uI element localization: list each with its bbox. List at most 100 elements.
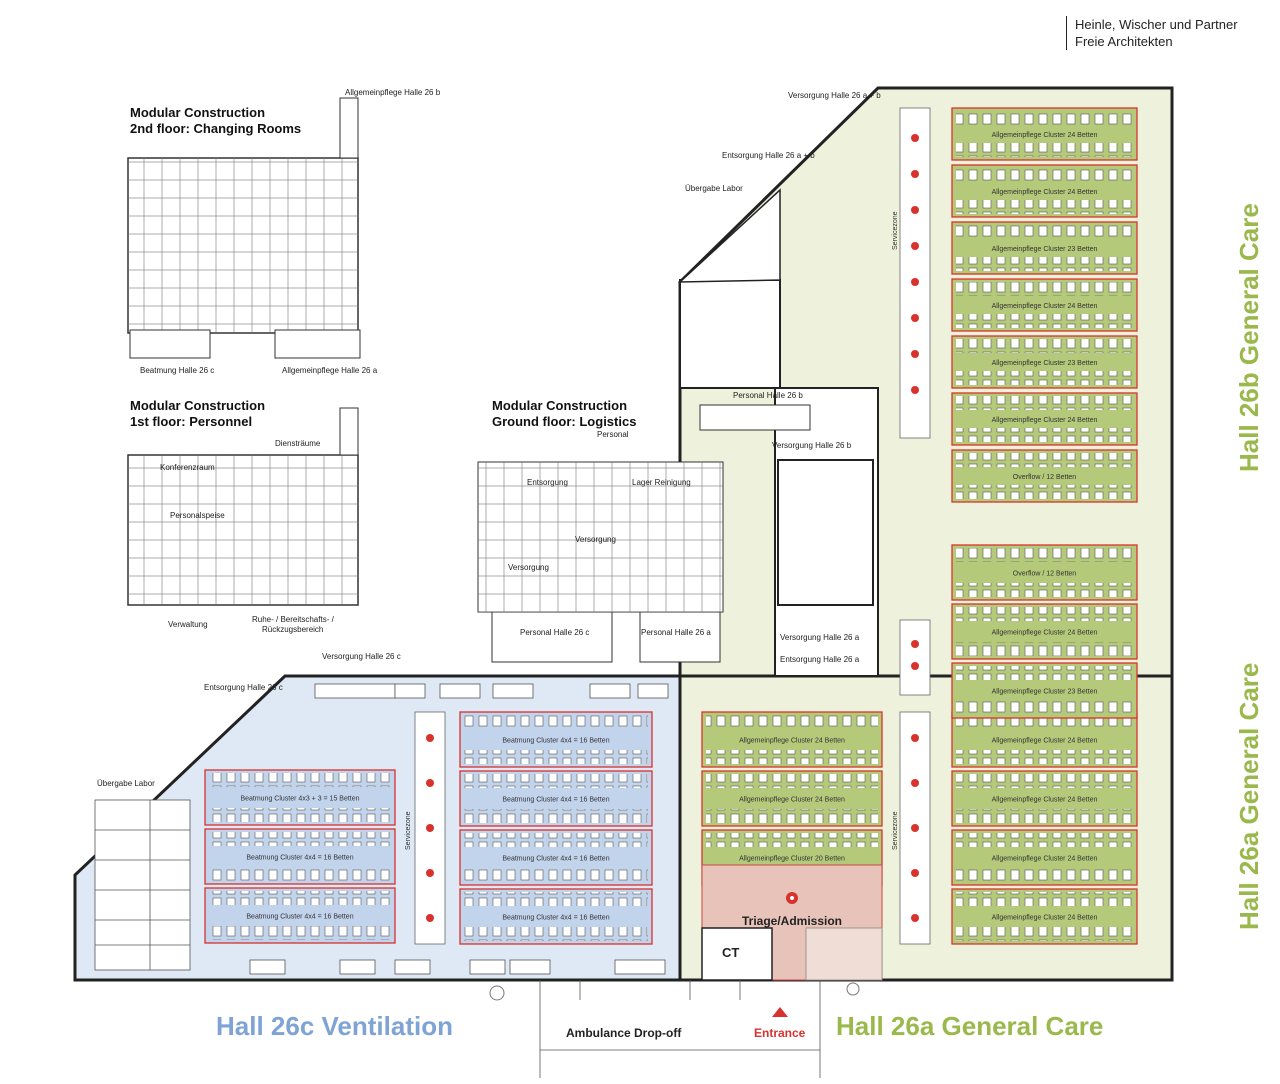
cluster-label: Allgemeinpflege Cluster 23 Betten — [992, 689, 1098, 696]
block3-title-line2: Ground floor: Logistics — [492, 414, 637, 429]
firm-subtitle: Freie Architekten — [1075, 34, 1173, 49]
cluster-label: Allgemeinpflege Cluster 24 Betten — [992, 915, 1098, 922]
red-marker — [911, 734, 919, 742]
cluster-label: Allgemeinpflege Cluster 24 Betten — [992, 856, 1098, 863]
bed-row — [956, 750, 1133, 764]
bed-row — [956, 257, 1133, 271]
ct-label: CT — [722, 945, 739, 960]
firm-credit: Heinle, Wischer und Partner Freie Archit… — [1066, 16, 1238, 50]
cluster-label: Beatmung Cluster 4x4 = 16 Betten — [246, 855, 353, 862]
bed-row — [956, 833, 1133, 847]
bed-row — [956, 548, 1133, 562]
bed-row — [956, 868, 1133, 882]
bed-row — [706, 809, 878, 823]
bed-row — [956, 927, 1133, 941]
block1-title: Modular Construction 2nd floor: Changing… — [130, 105, 301, 137]
bed-row — [956, 225, 1133, 239]
cluster-label: Allgemeinpflege Cluster 24 Betten — [992, 797, 1098, 804]
red-marker — [911, 779, 919, 787]
red-marker — [911, 242, 919, 250]
lbl-versorgung-26b: Versorgung Halle 26 b — [772, 441, 852, 450]
cluster-label: Allgemeinpflege Cluster 20 Betten — [739, 856, 845, 863]
lbl-personal-26b: Personal Halle 26 b — [733, 391, 803, 400]
red-marker — [911, 914, 919, 922]
hall-26c-right-clusters: Beatmung Cluster 4x4 = 16 BettenBeatmung… — [459, 711, 653, 945]
hall-26c-left-clusters: Beatmung Cluster 4x3 + 3 = 15 BettenBeat… — [204, 769, 396, 944]
logistics-block — [477, 404, 811, 663]
cluster-label: Overflow / 12 Betten — [1013, 571, 1077, 578]
bed-row — [956, 485, 1133, 499]
bed-row — [956, 200, 1133, 214]
bed-row — [706, 750, 878, 764]
bed-row — [956, 809, 1133, 823]
cluster-label: Beatmung Cluster 4x4 = 16 Betten — [502, 797, 609, 804]
cluster-label: Allgemeinpflege Cluster 24 Betten — [739, 738, 845, 745]
red-marker — [911, 134, 919, 142]
bed-row — [464, 833, 648, 847]
bed-row — [956, 339, 1133, 353]
bed-row — [956, 371, 1133, 385]
red-marker — [911, 640, 919, 648]
cluster-label: Allgemeinpflege Cluster 23 Betten — [992, 246, 1098, 253]
cluster-label: Beatmung Cluster 4x4 = 16 Betten — [502, 738, 609, 745]
cluster-label: Allgemeinpflege Cluster 24 Betten — [992, 417, 1098, 424]
bed-row — [956, 168, 1133, 182]
bed-row — [956, 701, 1133, 715]
red-marker — [911, 206, 919, 214]
left-support-rooms — [94, 799, 191, 971]
block1-title-line2: 2nd floor: Changing Rooms — [130, 121, 302, 136]
hall-26b-label-side: Hall 26b General Care — [1234, 203, 1264, 472]
bed-row — [706, 715, 878, 729]
cluster-label: Beatmung Cluster 4x4 = 16 Betten — [502, 915, 609, 922]
lbl-entsorgung: Entsorgung — [527, 478, 568, 487]
red-marker — [426, 779, 434, 787]
bed-row — [464, 927, 648, 941]
lbl-versorgung: Versorgung — [575, 535, 616, 544]
bed-row — [209, 867, 391, 881]
lbl-allg-26a: Allgemeinpflege Halle 26 a — [282, 366, 378, 375]
lbl-personal-26a: Personal Halle 26 a — [641, 628, 711, 637]
bed-row — [464, 715, 648, 729]
cluster-label: Beatmung Cluster 4x3 + 3 = 15 Betten — [240, 796, 359, 803]
lbl-versorgung-26c: Versorgung Halle 26 c — [322, 652, 401, 661]
cluster-label: Allgemeinpflege Cluster 24 Betten — [992, 303, 1098, 310]
bed-row — [956, 666, 1133, 680]
bed-row — [209, 926, 391, 940]
lbl-versorgung2: Versorgung — [508, 563, 549, 572]
bed-row — [956, 143, 1133, 157]
red-marker — [911, 314, 919, 322]
bed-row — [706, 774, 878, 788]
lbl-konferenzraum: Konferenzraum — [160, 463, 215, 472]
service-column-26b — [899, 107, 931, 696]
lbl-personal: Personal — [597, 430, 629, 439]
lbl-personal-26c: Personal Halle 26 c — [520, 628, 589, 637]
lbl-versorgung-26a: Versorgung Halle 26 a — [780, 633, 860, 642]
block2-title-line2: 1st floor: Personnel — [130, 414, 253, 429]
triage-label: Triage/Admission — [742, 914, 842, 928]
block1-title-line1: Modular Construction — [130, 105, 266, 120]
bed-row — [706, 833, 878, 847]
cluster-label: Allgemeinpflege Cluster 24 Betten — [739, 797, 845, 804]
bed-row — [956, 396, 1133, 410]
bed-row — [956, 314, 1133, 328]
block2-title: Modular Construction 1st floor: Personne… — [130, 398, 265, 430]
entrance-label: Entrance — [754, 1026, 806, 1040]
cluster-label: Allgemeinpflege Cluster 24 Betten — [992, 630, 1098, 637]
bed-row — [464, 892, 648, 906]
bed-row — [956, 282, 1133, 296]
servicezone-26b: Servicezone — [892, 211, 899, 250]
lbl-versorgung-26ab: Versorgung Halle 26 a + b — [788, 91, 881, 100]
bed-row — [956, 453, 1133, 467]
lbl-allg-26b: Allgemeinpflege Halle 26 b — [345, 88, 441, 97]
bed-row — [209, 773, 391, 787]
bed-row — [956, 642, 1133, 656]
hall-26a-label-side: Hall 26a General Care — [1234, 662, 1264, 930]
lbl-uebergabe-labor-left: Übergabe Labor — [97, 779, 155, 788]
red-marker — [911, 662, 919, 670]
block3-title: Modular Construction Ground floor: Logis… — [492, 398, 636, 430]
lbl-uebergabe-labor-top: Übergabe Labor — [685, 184, 743, 193]
cluster-label: Allgemeinpflege Cluster 23 Betten — [992, 360, 1098, 367]
hall-26a-right-clusters: Allgemeinpflege Cluster 24 BettenAllgeme… — [951, 544, 1138, 945]
lbl-dienstraeume: Diensträume — [275, 439, 321, 448]
